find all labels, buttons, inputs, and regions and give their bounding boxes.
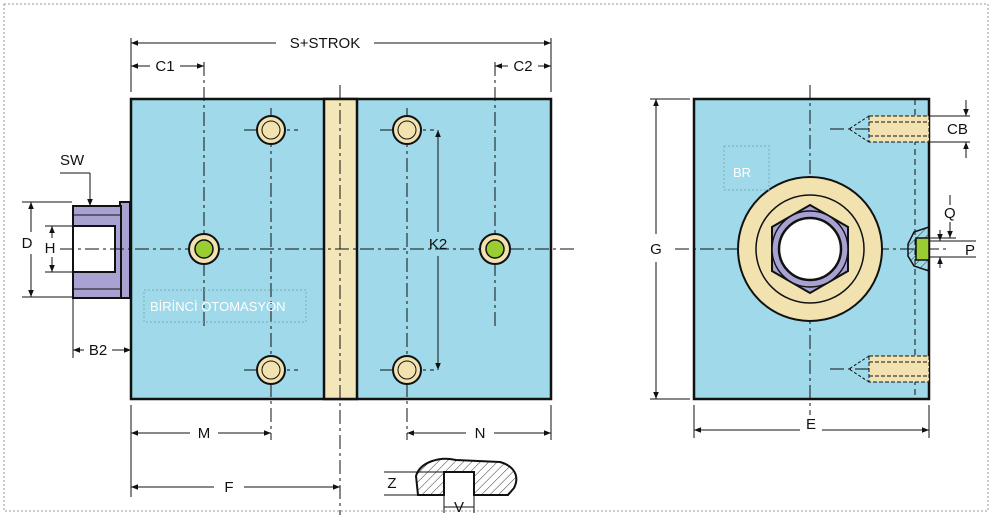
label-z: Z — [387, 475, 396, 492]
pin — [485, 239, 505, 259]
watermark-box — [143, 289, 307, 323]
slot-profile — [414, 457, 518, 496]
label-e: E — [806, 416, 816, 433]
side-view: BR G E CB Q P — [650, 85, 976, 438]
label-c2: C2 — [513, 58, 532, 75]
label-p: P — [965, 242, 975, 259]
mount-hole — [256, 355, 286, 385]
mount-hole — [392, 355, 422, 385]
watermark-text: BİRİNCİ OTOMASYON — [150, 299, 286, 314]
label-d: D — [22, 235, 33, 252]
label-f: F — [224, 479, 233, 496]
label-m: M — [198, 425, 211, 442]
label-h: H — [45, 240, 56, 257]
mount-hole — [256, 115, 286, 145]
label-b2: B2 — [89, 342, 107, 359]
side-port-plug — [915, 237, 930, 261]
label-br: BR — [733, 165, 751, 180]
thread-hole-top — [868, 115, 930, 143]
front-view: BİRİNCİ OTOMASYON S+STROK C1 C2 SW D H — [22, 35, 575, 515]
label-v: V — [454, 499, 464, 515]
pin — [194, 239, 214, 259]
label-k2: K2 — [429, 236, 447, 253]
label-g: G — [650, 241, 662, 258]
page-border — [3, 3, 989, 512]
label-s-strok: S+STROK — [290, 35, 360, 52]
label-sw: SW — [60, 152, 85, 169]
thread-hole-bottom — [868, 355, 930, 383]
label-cb: CB — [947, 121, 968, 138]
label-c1: C1 — [155, 58, 174, 75]
label-n: N — [475, 425, 486, 442]
label-q: Q — [944, 205, 956, 222]
bore-inner — [777, 216, 843, 282]
br-box — [723, 145, 770, 191]
mount-hole — [392, 115, 422, 145]
